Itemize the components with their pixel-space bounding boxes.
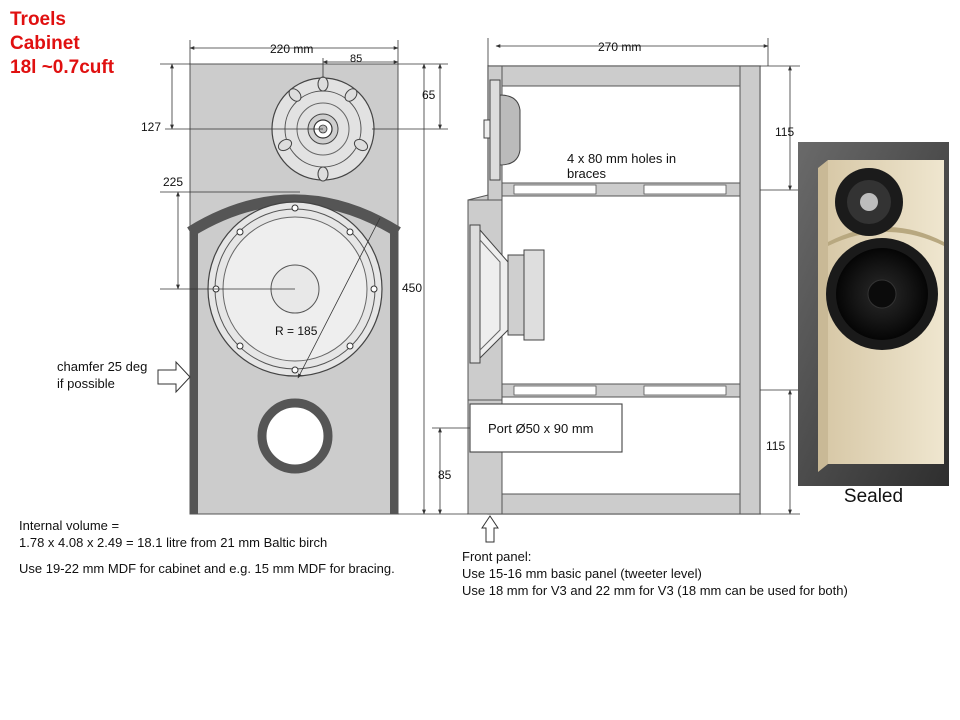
chamfer-arrow-icon [157, 360, 191, 394]
side-dimensions [432, 38, 800, 515]
left-chamfer-strip [190, 232, 198, 514]
arch-label: 225 [163, 175, 183, 189]
bottom-brace-label: 115 [766, 439, 785, 453]
title-line-3: 18l ~0.7cuft [10, 57, 115, 78]
chamfer-note: chamfer 25 deg if possible [57, 358, 147, 392]
top-brace-label: 115 [775, 125, 794, 139]
front-dimensions [160, 40, 448, 515]
side-rear-panel [739, 65, 761, 515]
tweeter-height-label: 127 [141, 120, 161, 134]
side-top-panel [487, 65, 761, 87]
holes-label-2: braces [567, 166, 607, 181]
front-width-label: 220 mm [270, 42, 313, 56]
side-depth-label: 270 mm [598, 40, 641, 54]
right-chamfer-strip [390, 232, 398, 514]
title-block: Troels Cabinet 18l ~0.7cuft [10, 8, 114, 80]
port-tube [469, 403, 623, 453]
holes-label-1: 4 x 80 mm holes in [567, 151, 676, 166]
radius-label: R = 185 [275, 324, 318, 338]
port-height-label: 85 [438, 468, 452, 482]
title-line-1: Troels [10, 9, 66, 30]
volume-note-line-1: Internal volume = [19, 518, 120, 533]
tweeter-top-label: 65 [422, 88, 436, 102]
side-view: 270 mm 115 115 85 4 x 80 mm holes in bra… [432, 38, 800, 543]
chamfer-note-line-2: if possible [57, 376, 115, 391]
tweeter-side [483, 79, 521, 181]
volume-note: Internal volume = 1.78 x 4.08 x 2.49 = 1… [19, 517, 395, 577]
front-panel-note-line-3: Use 18 mm for V3 and 22 mm for V3 (18 mm… [462, 583, 848, 598]
front-panel-note: Front panel: Use 15-16 mm basic panel (t… [462, 548, 848, 599]
woofer-side [469, 224, 545, 364]
volume-note-line-2: 1.78 x 4.08 x 2.49 = 18.1 litre from 21 … [19, 535, 328, 550]
speaker-photo [798, 142, 949, 486]
mdf-note: Use 19-22 mm MDF for cabinet and e.g. 15… [19, 561, 395, 576]
chamfer-note-line-1: chamfer 25 deg [57, 359, 148, 374]
front-panel-note-line-2: Use 15-16 mm basic panel (tweeter level) [462, 566, 702, 581]
port-front [257, 398, 333, 474]
title-line-2: Cabinet [10, 33, 80, 54]
front-view: 220 mm 85 127 65 225 450 R = 185 [141, 40, 448, 515]
baffle-arch [187, 194, 401, 237]
front-panel-arrow-icon [481, 515, 499, 543]
tweeter-offset-label: 85 [350, 53, 362, 65]
port-label: Port Ø50 x 90 mm [488, 421, 593, 436]
front-height-label: 450 [402, 281, 422, 295]
side-bottom-panel [487, 493, 761, 515]
photo-caption: Sealed [843, 486, 904, 507]
front-panel-note-line-1: Front panel: [462, 549, 532, 564]
